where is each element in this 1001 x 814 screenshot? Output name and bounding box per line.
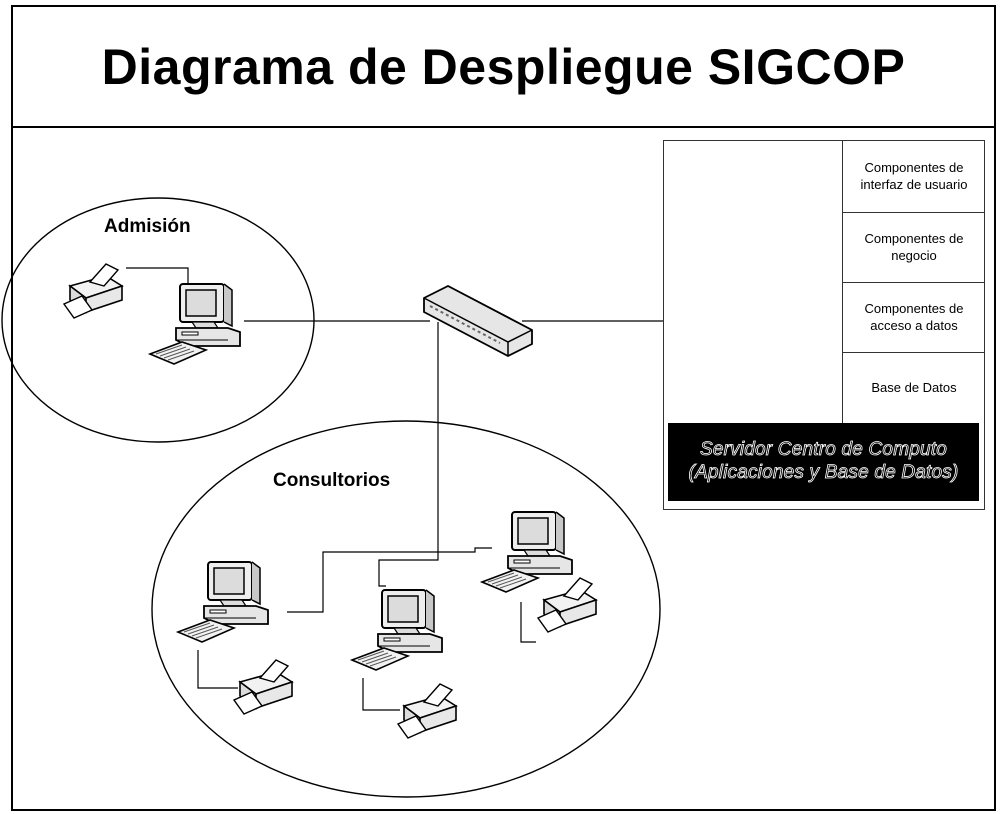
consultorios-zone [151, 420, 661, 798]
network-switch-icon [423, 284, 533, 358]
layer-ui-components: Componentes de interfaz de usuario [843, 141, 985, 213]
server-caption-line-2: (Aplicaciones y Base de Datos) [688, 462, 959, 484]
component-layers: Componentes de interfaz de usuario Compo… [842, 141, 985, 423]
consultorios-label: Consultorios [273, 470, 391, 491]
consultorio-workstation-icon [351, 589, 443, 671]
consultorio-workstation-icon [481, 511, 573, 593]
layer-data-access-components: Componentes de acceso a datos [843, 283, 985, 353]
layer-business-components: Componentes de negocio [843, 213, 985, 283]
server-caption: Servidor Centro de Computo (Aplicaciones… [668, 423, 979, 501]
consultorio-printer-icon [233, 659, 293, 715]
admision-zone [1, 197, 315, 443]
admision-workstation-icon [149, 283, 241, 365]
admision-printer-icon [63, 263, 123, 319]
consultorio-workstation-icon [177, 561, 269, 643]
admision-label: Admisión [104, 216, 191, 237]
layer-database: Base de Datos [871, 379, 957, 395]
consultorio-printer-icon [537, 577, 597, 633]
consultorio-printer-icon [397, 683, 457, 739]
server-panel: Componentes de interfaz de usuario Compo… [663, 140, 985, 510]
page-title: Diagrama de Despliegue SIGCOP [101, 38, 906, 95]
title-bar: Diagrama de Despliegue SIGCOP [13, 7, 994, 128]
server-caption-line-1: Servidor Centro de Computo [699, 439, 948, 461]
